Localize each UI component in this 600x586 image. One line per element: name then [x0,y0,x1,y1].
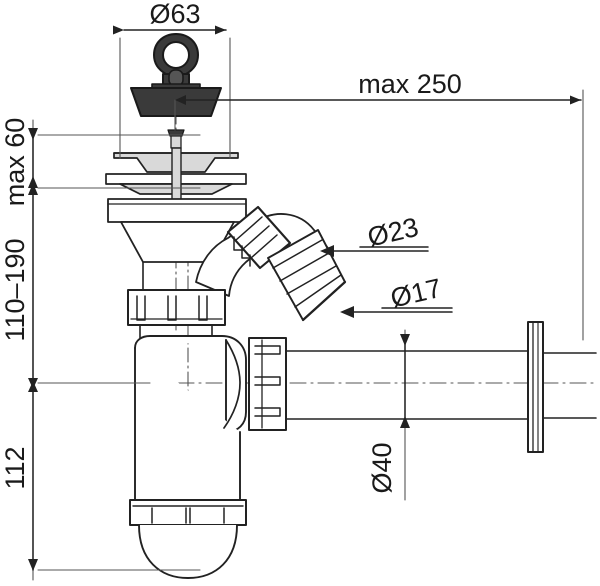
dimension-label-dia-63: Ø63 [149,0,200,29]
bottle-trap-body [134,324,247,501]
leader-dia-23 [320,245,429,257]
wall-rosette-flange [527,321,544,453]
sink-strainer-basket [105,129,247,263]
appliance-connector-nut [226,205,292,270]
dimension-lines [28,25,582,571]
dimension-label-112: 112 [0,446,30,489]
sink-plug [130,33,222,117]
outlet-pipe [285,350,597,420]
outlet-union-nut [248,337,287,431]
upper-union-nut [127,289,226,326]
dimension-label-dia-40: Ø40 [367,442,397,493]
dimension-label-110-190: 110–190 [0,238,30,341]
leader-dia-17 [340,306,453,318]
bottom-cup [138,524,238,579]
dimension-label-max-250: max 250 [358,69,462,99]
dimension-label-max-60: max 60 [0,118,30,207]
bottom-cleanout-nut [129,499,247,526]
